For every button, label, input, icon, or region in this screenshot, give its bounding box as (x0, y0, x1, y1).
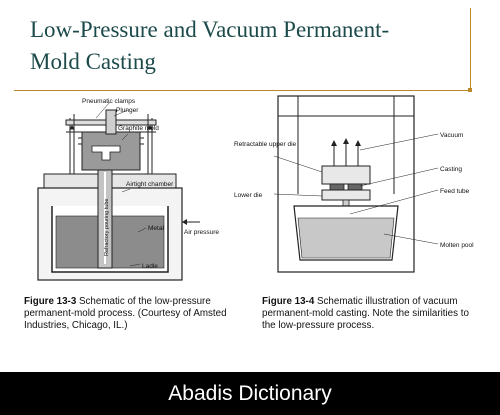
label-air-pressure: Air pressure (184, 229, 219, 236)
label-feed-tube: Feed tube (440, 188, 470, 195)
caption-left-label: Figure 13-3 (24, 296, 77, 307)
horizontal-accent-rule (14, 90, 472, 91)
footer-watermark-bar: Abadis Dictionary (0, 372, 500, 415)
caption-right: Figure 13-4 Schematic illustration of va… (262, 296, 476, 332)
retractable-upper-die (321, 165, 371, 185)
label-refractory-tube: Refractory pouring tube (104, 199, 110, 256)
label-airtight-chamber: Airtight chamber (126, 181, 174, 188)
label-pneumatic-clamps: Pneumatic clamps (82, 98, 136, 105)
slide-title-line-1: Low-Pressure and Vacuum Permanent- (30, 17, 390, 42)
label-metal: Metal (148, 225, 164, 232)
caption-left-text: Schematic of the low-pressure permanent-… (24, 296, 227, 331)
label-ladle: Ladle (142, 263, 158, 270)
label-casting: Casting (440, 166, 462, 173)
label-plunger: Plunger (116, 107, 139, 114)
slide-title-line-2: Mold Casting (30, 49, 156, 74)
figure-low-pressure-diagram: Pneumatic clamps Plunger Graphite mold A… (22, 96, 222, 288)
leader-lines (273, 133, 439, 245)
label-lower-die: Lower die (234, 192, 263, 199)
label-molten-pool: Molten pool (440, 242, 474, 249)
low-pressure-schematic: Pneumatic clamps Plunger Graphite mold A… (37, 98, 219, 281)
footer-watermark-text: Abadis Dictionary (168, 382, 332, 405)
figure-vacuum-diagram: Vacuum Retractable upper die Casting Low… (234, 94, 490, 280)
plunger (105, 109, 117, 135)
label-retractable-upper-die: Retractable upper die (234, 141, 297, 148)
vacuum-schematic: Vacuum Retractable upper die Casting Low… (234, 95, 474, 273)
mold-cavity (91, 145, 121, 161)
molten-pool (297, 217, 395, 259)
caption-right-label: Figure 13-4 (262, 296, 315, 307)
lower-die (321, 189, 371, 201)
caption-left: Figure 13-3 Schematic of the low-pressur… (24, 296, 236, 332)
label-vacuum: Vacuum (440, 132, 463, 139)
leader-lines (95, 101, 147, 267)
caption-right-text: Schematic illustration of vacuum permane… (262, 296, 469, 331)
vertical-accent-rule (470, 8, 471, 88)
label-graphite-mold: Graphite mold (118, 125, 159, 132)
slide: Low-Pressure and Vacuum Permanent- Mold … (14, 8, 490, 332)
vacuum-arrows (333, 142, 359, 166)
slide-title: Low-Pressure and Vacuum Permanent- Mold … (30, 14, 450, 78)
rule-corner-dot (468, 88, 472, 92)
